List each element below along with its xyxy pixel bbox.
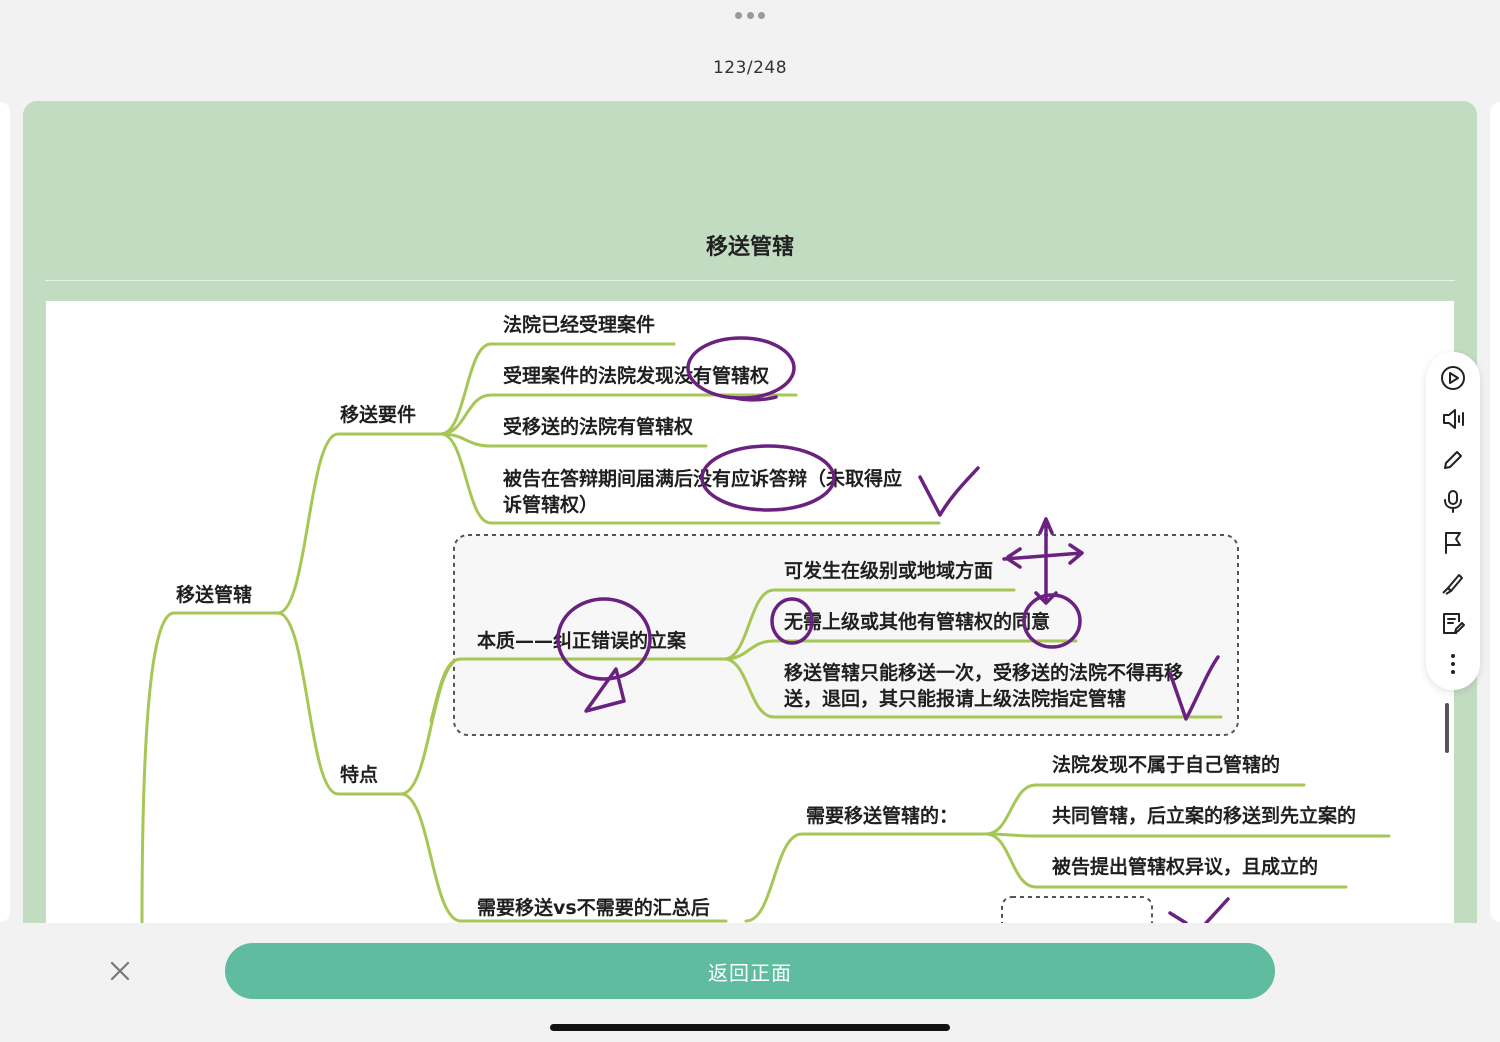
annotation-circle-3: [770, 597, 814, 645]
card-counter: 123/248: [712, 58, 788, 78]
branch-root-to-features: [276, 611, 403, 796]
node-ess-3b: 送，退回，其只能报请上级法院指定管辖: [784, 687, 1126, 710]
mindmap-image: 移送管辖 移送要件 法院已经受理案件 受理案件的法院发现没有管辖权 受移送的法院…: [46, 301, 1454, 923]
need-link-1: [984, 783, 1306, 836]
node-need-1: 法院发现不属于自己管辖的: [1052, 753, 1280, 776]
annotation-cross-arrow: [1002, 517, 1084, 605]
node-ess-1: 可发生在级别或地域方面: [784, 559, 993, 582]
previous-card-edge[interactable]: [0, 102, 10, 922]
req-link-2: [439, 393, 798, 436]
req-link-4: [439, 432, 941, 525]
node-ess-3a: 移送管辖只能移送一次，受移送的法院不得再移: [784, 661, 1183, 684]
side-toolbar: [1426, 352, 1480, 690]
flashcard: 移送管辖: [23, 101, 1477, 923]
back-to-front-button[interactable]: 返回正面: [225, 943, 1275, 999]
play-icon[interactable]: [1439, 364, 1467, 392]
mindmap-canvas: 移送管辖 移送要件 法院已经受理案件 受理案件的法院发现没有管辖权 受移送的法院…: [140, 313, 1391, 923]
annotation-check-2: [1168, 655, 1220, 721]
pencil-icon[interactable]: [1439, 446, 1467, 474]
node-need-2: 共同管辖，后立案的移送到先立案的: [1052, 804, 1356, 827]
node-root: 移送管辖: [176, 583, 252, 606]
req-link-1: [439, 342, 676, 436]
card-title: 移送管辖: [705, 235, 794, 260]
branch-root-down: [140, 611, 176, 923]
scrollbar-thumb[interactable]: [1445, 703, 1449, 753]
req-link-3: [439, 432, 708, 448]
node-req-2: 受理案件的法院发现没有管辖权: [503, 364, 769, 387]
node-summary: 需要移送vs不需要的汇总后: [477, 896, 710, 919]
edit-note-icon[interactable]: [1439, 610, 1467, 638]
annotation-circle-5: [556, 597, 652, 681]
sum-link-need: [744, 832, 988, 923]
essence-dashed-box: [453, 534, 1239, 736]
next-card-edge[interactable]: [1490, 102, 1500, 922]
home-indicator: [550, 1024, 950, 1031]
node-req-1: 法院已经受理案件: [503, 313, 655, 336]
annotation-check-1: [918, 466, 980, 517]
node-features: 特点: [340, 764, 378, 786]
more-horizontal-icon[interactable]: [735, 9, 765, 21]
node-requirements: 移送要件: [340, 403, 416, 426]
need-link-2: [984, 832, 1391, 838]
annotation-circle-4: [1022, 593, 1082, 649]
node-req-3: 受移送的法院有管辖权: [503, 415, 693, 438]
node-req-4b: 诉管辖权）: [503, 493, 598, 516]
feat-link-summary: [399, 792, 728, 923]
close-icon[interactable]: [104, 955, 136, 987]
node-need: 需要移送管辖的：: [806, 804, 958, 827]
annotation-circle-2: [700, 444, 836, 512]
handwritten-annotations: [556, 336, 1230, 923]
node-need-3: 被告提出管辖权异议，且成立的: [1052, 855, 1318, 878]
more-vertical-icon[interactable]: [1439, 650, 1467, 678]
flag-icon[interactable]: [1439, 528, 1467, 556]
title-divider: [45, 280, 1455, 281]
speaker-icon[interactable]: [1439, 405, 1467, 433]
node-essence: 本质——纠正错误的立案: [477, 629, 687, 652]
annotation-triangle: [584, 667, 626, 713]
annotation-check-3: [1168, 897, 1230, 923]
bottom-dashed-box: [1001, 896, 1153, 923]
microphone-icon[interactable]: [1439, 487, 1467, 515]
highlighter-icon[interactable]: [1439, 569, 1467, 597]
need-link-3: [984, 832, 1348, 889]
node-ess-2: 无需上级或其他有管辖权的同意: [784, 610, 1050, 633]
branch-root-to-requirements: [276, 432, 443, 615]
